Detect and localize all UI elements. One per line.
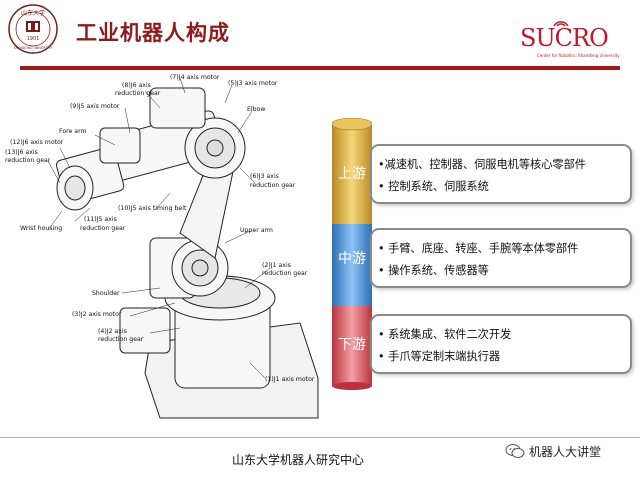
wechat-icon bbox=[505, 444, 525, 458]
stage-label-midstream: 中游 bbox=[338, 251, 366, 267]
label-j3-axis: (6)J3 axis bbox=[250, 173, 279, 180]
label-j5-timing-belt: (10)J5 axis timing belt bbox=[118, 205, 187, 212]
label-j5-axis: (11)J5 axis bbox=[84, 216, 117, 223]
svg-text:1901: 1901 bbox=[27, 36, 40, 42]
footer-center-text: 山东大学机器人研究中心 bbox=[232, 453, 365, 467]
wifi-arc-icon bbox=[553, 21, 569, 27]
upstream-item-1: •减速机、控制器、伺服电机等核心零部件 bbox=[378, 158, 586, 171]
svg-text:山东大学: 山东大学 bbox=[21, 9, 45, 17]
university-logo: 山东大学 1901 SHANDONG UNIVERSITY bbox=[8, 4, 58, 54]
label-j5-motor: (9)J5 axis motor bbox=[70, 103, 120, 110]
upstream-item-2: • 控制系统、伺服系统 bbox=[378, 180, 489, 193]
brand-logo: SUCRO bbox=[520, 24, 609, 52]
midstream-box: • 手臂、底座、转座、手腕等本体零部件 • 操作系统、传感器等 bbox=[370, 228, 632, 288]
label-reduction-gear: reduction gear bbox=[115, 90, 161, 97]
label-reduction-gear-2: reduction gear bbox=[262, 270, 308, 277]
label-reduction-gear-4: reduction gear bbox=[98, 336, 144, 343]
wechat-account-label: 机器人大讲堂 bbox=[529, 445, 602, 459]
label-j6-axis-13: (13)J6 axis bbox=[5, 149, 38, 156]
slide-header: 山东大学 1901 SHANDONG UNIVERSITY 工业机器人构成 SU… bbox=[0, 0, 640, 62]
label-shoulder: Shoulder bbox=[92, 290, 120, 297]
stage-label-downstream: 下游 bbox=[338, 337, 366, 353]
industry-chain-bar bbox=[332, 118, 372, 390]
midstream-item-1: • 手臂、底座、转座、手腕等本体零部件 bbox=[378, 242, 579, 255]
brand-subtitle: Center for Robotics, Shandong University bbox=[537, 53, 620, 58]
label-j2-motor: (3)J2 axis motor bbox=[72, 311, 122, 318]
label-wrist-housing: Wrist housing bbox=[20, 225, 62, 232]
header-divider bbox=[20, 66, 620, 70]
midstream-item-2: • 操作系统、传感器等 bbox=[378, 264, 489, 277]
label-j1-motor: (1)J1 axis motor bbox=[265, 376, 315, 383]
upstream-box: •减速机、控制器、伺服电机等核心零部件 • 控制系统、伺服系统 bbox=[370, 144, 632, 204]
label-j6-axis: (8)J6 axis bbox=[122, 82, 151, 89]
label-fore-arm: Fore arm bbox=[59, 128, 87, 135]
svg-text:SHANDONG UNIVERSITY: SHANDONG UNIVERSITY bbox=[14, 46, 53, 50]
robot-arm-diagram: (8)J6 axis reduction gear (7)J4 axis mot… bbox=[5, 74, 319, 419]
label-reduction-gear-11: reduction gear bbox=[80, 225, 126, 232]
footer-divider bbox=[0, 437, 640, 438]
label-reduction-gear-6: reduction gear bbox=[250, 182, 296, 189]
label-upper-arm: Upper arm bbox=[240, 227, 273, 234]
downstream-item-1: • 系统集成、软件二次开发 bbox=[378, 328, 512, 341]
label-elbow: Elbow bbox=[247, 106, 265, 113]
stage-label-upstream: 上游 bbox=[338, 166, 366, 182]
page-title: 工业机器人构成 bbox=[76, 21, 230, 45]
label-j1-axis: (2)J1 axis bbox=[262, 262, 291, 269]
downstream-box: • 系统集成、软件二次开发 • 手爪等定制末端执行器 bbox=[370, 314, 632, 374]
downstream-item-2: • 手爪等定制末端执行器 bbox=[378, 350, 501, 363]
label-j4-motor: (7)J4 axis motor bbox=[170, 74, 220, 81]
label-j2-axis: (4)J2 axis bbox=[98, 328, 127, 335]
label-j6-motor: (12)J6 axis motor bbox=[10, 139, 64, 146]
label-j3-motor: (5)J3 axis motor bbox=[228, 80, 278, 87]
label-reduction-gear-13: reduction gear bbox=[5, 157, 51, 164]
